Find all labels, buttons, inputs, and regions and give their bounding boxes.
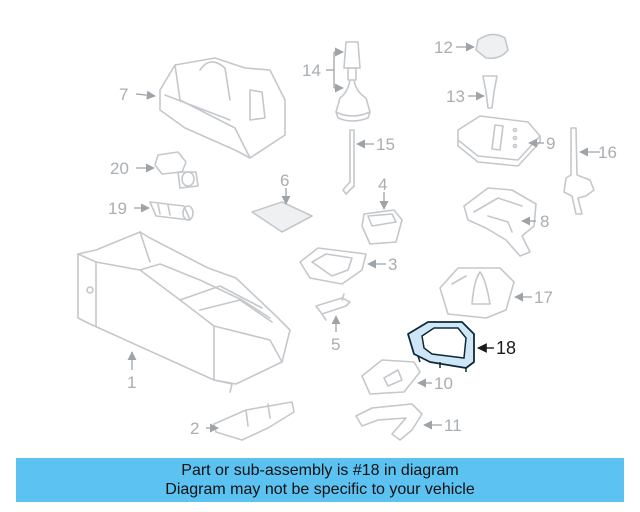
part-4-cup-insert [361,209,403,245]
part-8-shifter-bracket [463,187,537,257]
callout-12: 12 [434,38,453,57]
leader-lines [127,42,600,433]
part-19-power-socket [149,201,194,221]
callout-4: 4 [378,175,387,194]
part-15-rod [342,129,355,195]
part-12-knob [475,33,509,60]
part-5-clip [315,293,351,321]
callout-10: 10 [434,374,453,393]
part-1-center-console [77,231,291,393]
parts-diagram: 7 14 12 13 9 15 16 20 19 6 4 3 8 17 5 1 … [77,33,617,441]
callout-8: 8 [540,212,549,231]
part-18-highlighted-boot-frame [407,321,475,372]
part-6-pad [251,201,313,233]
callout-3: 3 [388,255,397,274]
banner-line-disclaimer: Diagram may not be specific to your vehi… [165,481,475,498]
banner-line-part: Part or sub-assembly is #18 in diagram [181,462,459,479]
part-16-selector-lever [563,127,595,215]
part-14-shift-knob-boot [335,41,371,122]
callout-14: 14 [302,61,321,80]
callout-20: 20 [110,159,129,178]
part-10-trim [361,359,421,395]
part-3-bin-tray [299,247,367,285]
callout-1: 1 [127,373,136,392]
callout-17: 17 [534,288,553,307]
callout-9: 9 [546,134,555,153]
part-2-bracket [213,401,295,441]
part-11-bracket [355,403,423,441]
part-17-boot-frame [439,267,515,319]
part-9-indicator-plate [457,115,541,167]
callout-13: 13 [446,87,465,106]
callout-11: 11 [444,416,462,435]
callout-19: 19 [108,199,127,218]
callout-2: 2 [190,419,199,438]
callout-5: 5 [331,335,340,354]
callout-7: 7 [119,85,128,104]
info-banner: Part or sub-assembly is #18 in diagram D… [16,458,624,502]
callout-15: 15 [376,135,395,154]
callout-6: 6 [280,171,289,190]
callout-16: 16 [598,143,617,162]
part-7-shifter-housing [159,57,286,159]
part-13-collar [482,75,498,109]
callout-18: 18 [496,338,516,358]
part-20-lighter [154,151,199,189]
